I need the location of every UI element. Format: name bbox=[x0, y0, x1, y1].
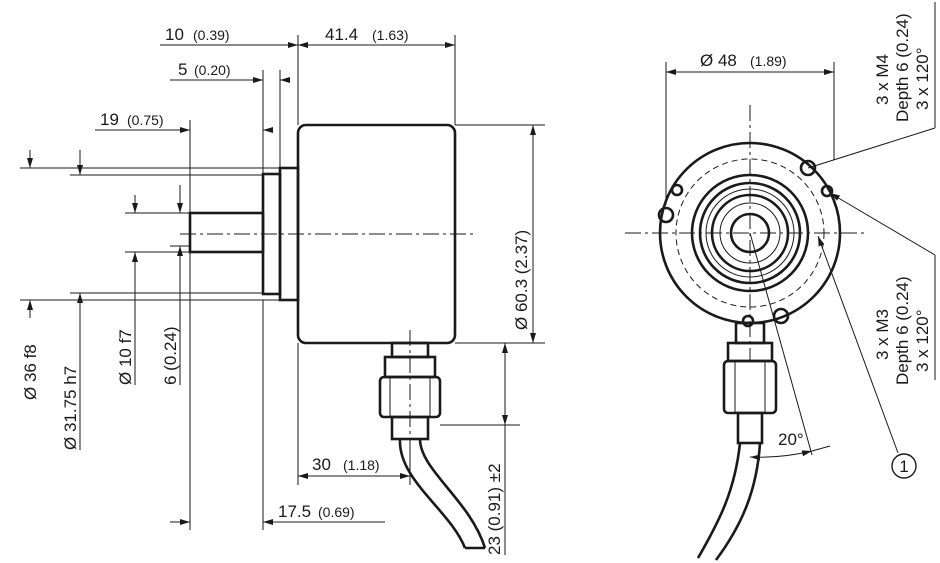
shaft-end bbox=[729, 212, 771, 254]
svg-text:20°: 20° bbox=[778, 430, 804, 449]
svg-text:19: 19 bbox=[100, 110, 119, 129]
cable-gland bbox=[378, 330, 487, 550]
front-view: Ø 48 (1.89) 3 x M4 Depth 6 (0.24) 3 x 12… bbox=[625, 2, 936, 561]
m4-holes bbox=[657, 159, 817, 325]
svg-text:10: 10 bbox=[165, 25, 184, 44]
svg-text:(0.39): (0.39) bbox=[193, 27, 230, 43]
svg-text:Depth 6 (0.24): Depth 6 (0.24) bbox=[893, 13, 912, 122]
svg-text:(0.20): (0.20) bbox=[194, 62, 231, 78]
svg-text:30: 30 bbox=[312, 455, 331, 474]
dim-30: 30 (1.18) bbox=[298, 455, 410, 479]
svg-text:(1.63): (1.63) bbox=[372, 27, 409, 43]
dim-17-5: 17.5 (0.69) bbox=[170, 502, 385, 525]
cable-gland-front bbox=[696, 321, 778, 561]
m3-note: 3 x M3 Depth 6 (0.24) 3 x 120° bbox=[829, 192, 936, 385]
svg-text:3 x M4: 3 x M4 bbox=[873, 54, 892, 105]
extension-lines bbox=[20, 35, 545, 530]
svg-text:6 (0.24): 6 (0.24) bbox=[161, 326, 180, 385]
m4-note: 3 x M4 Depth 6 (0.24) 3 x 120° bbox=[807, 2, 936, 169]
svg-text:Depth 6 (0.24): Depth 6 (0.24) bbox=[893, 276, 912, 385]
svg-text:41.4: 41.4 bbox=[325, 25, 358, 44]
svg-text:(1.18): (1.18) bbox=[343, 457, 380, 473]
dim-5: 5 (0.20) bbox=[170, 60, 290, 83]
svg-text:17.5: 17.5 bbox=[278, 502, 311, 521]
dim-d10: Ø 10 f7 bbox=[116, 195, 138, 385]
svg-text:Ø 48: Ø 48 bbox=[700, 51, 737, 70]
svg-text:(0.75): (0.75) bbox=[127, 112, 164, 128]
svg-text:(0.69): (0.69) bbox=[318, 504, 355, 520]
svg-text:Ø 31.75 h7: Ø 31.75 h7 bbox=[61, 366, 80, 450]
dim-d60-3: Ø 60.3 (2.37) bbox=[512, 125, 536, 343]
shaft bbox=[188, 211, 265, 254]
side-view: 10 (0.39) 41.4 (1.63) 5 (0.20) 19 (0.75)… bbox=[20, 25, 545, 555]
svg-text:Ø 36 f8: Ø 36 f8 bbox=[21, 344, 40, 400]
m3-holes bbox=[670, 183, 834, 328]
dim-19: 19 (0.75) bbox=[95, 110, 273, 133]
svg-text:1: 1 bbox=[899, 457, 908, 476]
dim-41-4: 41.4 (1.63) bbox=[298, 25, 455, 48]
svg-text:3 x M3: 3 x M3 bbox=[873, 309, 892, 360]
dim-d48: Ø 48 (1.89) bbox=[665, 51, 835, 205]
svg-text:5: 5 bbox=[178, 60, 187, 79]
svg-text:3 x 120°: 3 x 120° bbox=[913, 309, 932, 372]
svg-text:3 x 120°: 3 x 120° bbox=[913, 47, 932, 110]
svg-text:(1.89): (1.89) bbox=[750, 53, 787, 69]
svg-text:23 (0.91) ±2: 23 (0.91) ±2 bbox=[485, 463, 504, 555]
dim-d36: Ø 36 f8 bbox=[21, 150, 40, 400]
bolt-circle bbox=[675, 158, 825, 308]
callout-1: 1 bbox=[817, 235, 917, 479]
angle-20: 20° bbox=[749, 232, 831, 461]
svg-text:Ø 60.3 (2.37): Ø 60.3 (2.37) bbox=[512, 230, 531, 330]
dim-d31-75: Ø 31.75 h7 bbox=[61, 150, 83, 450]
dim-23: 23 (0.91) ±2 bbox=[485, 343, 508, 555]
svg-text:Ø 10 f7: Ø 10 f7 bbox=[116, 329, 135, 385]
dim-10: 10 (0.39) bbox=[160, 25, 298, 48]
dim-6: 6 (0.24) bbox=[161, 185, 183, 385]
